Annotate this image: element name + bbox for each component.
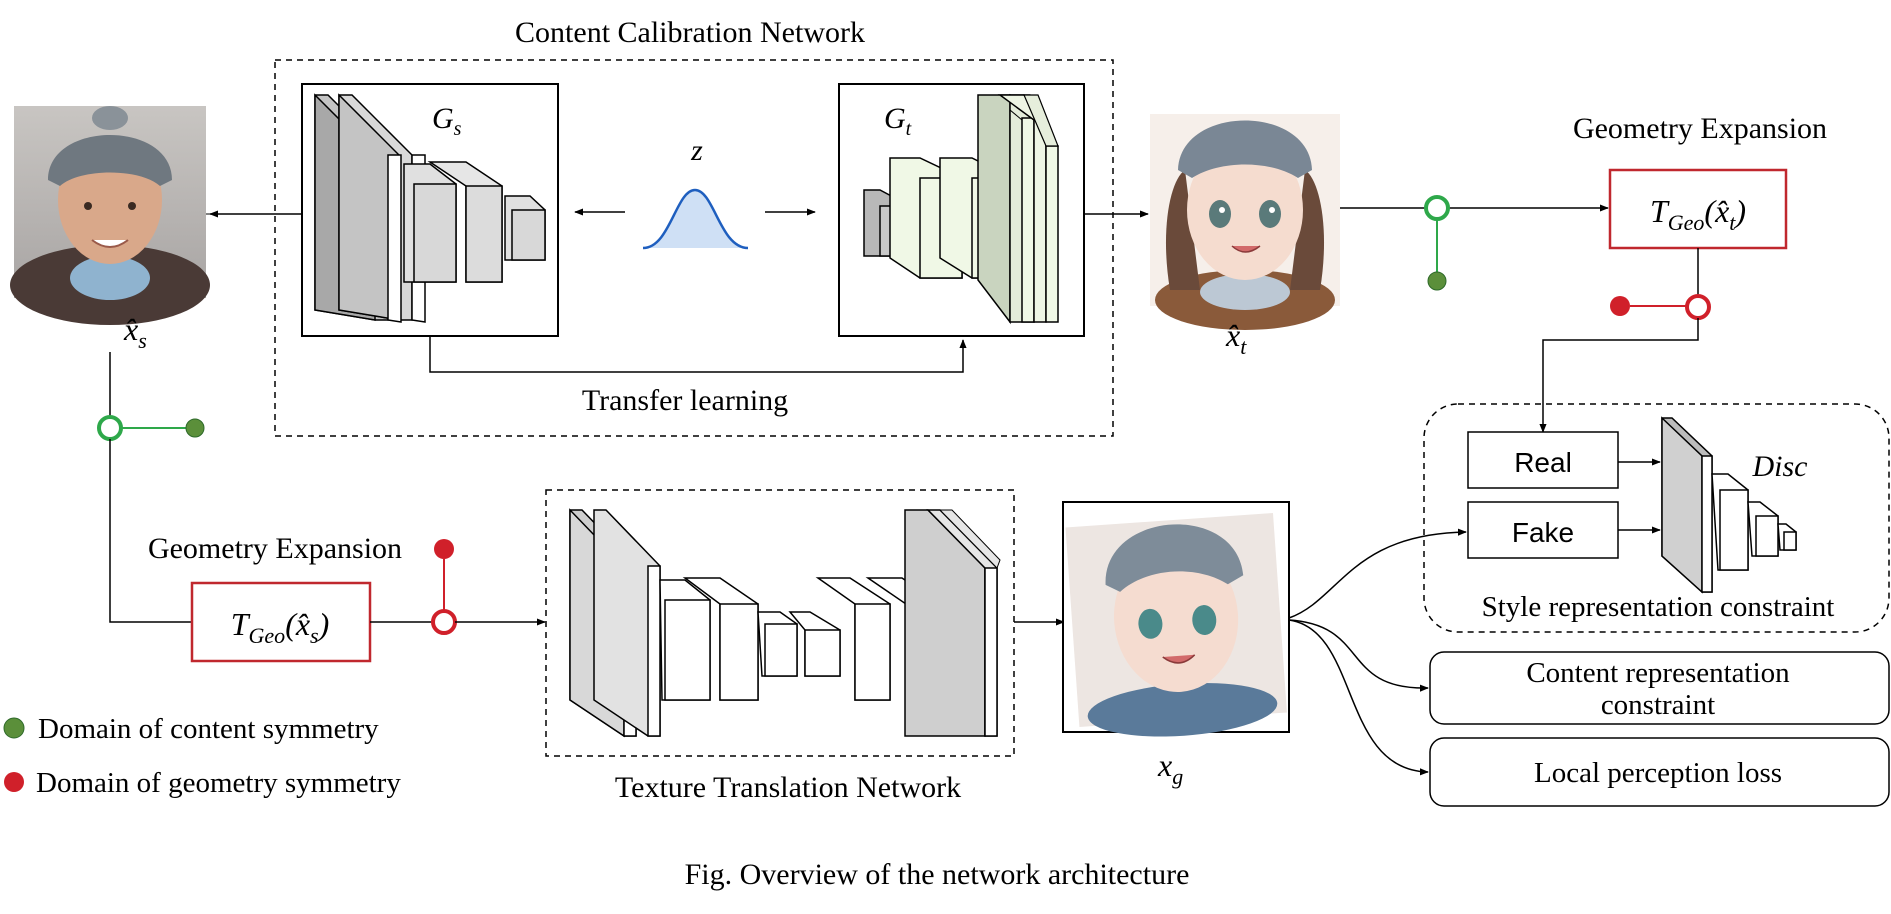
content-constraint-line1: Content representation bbox=[1526, 657, 1790, 689]
tgeo-xs-label: TGeo(x̂s) bbox=[231, 606, 330, 648]
tgeo-xs-box bbox=[190, 581, 372, 663]
local-perception-loss: Local perception loss bbox=[1429, 737, 1890, 807]
tgeo-xt-box bbox=[1608, 168, 1788, 250]
gt-label: Gt bbox=[884, 102, 912, 140]
texture-translation-network: Texture Translation Network bbox=[545, 489, 1015, 804]
geometry-symmetry-node-left bbox=[431, 609, 457, 635]
local-perception-box bbox=[1429, 737, 1890, 807]
tgeo-xt-label: TGeo(x̂t) bbox=[1650, 193, 1746, 235]
content-symmetry-node-top bbox=[1424, 195, 1450, 221]
content-constraint-line2: constraint bbox=[1601, 689, 1715, 721]
content-representation-constraint: Content representation constraint bbox=[1429, 651, 1890, 725]
local-perception-label: Local perception loss bbox=[1534, 757, 1782, 789]
geometry-symmetry-node-top bbox=[1685, 294, 1711, 320]
transfer-learning: Transfer learning bbox=[429, 336, 967, 417]
loss-branches bbox=[1288, 528, 1467, 776]
geometry-expansion-top-label: Geometry Expansion bbox=[1573, 112, 1827, 145]
style-representation-constraint: Real Fake Disc Style representation cons… bbox=[1423, 403, 1890, 633]
content-calibration-network: Content Calibration Network Gs bbox=[274, 16, 1114, 437]
content-calibration-border bbox=[274, 59, 1114, 437]
gaussian-curve bbox=[643, 190, 748, 248]
content-calibration-title: Content Calibration Network bbox=[515, 16, 865, 49]
xs-hat-label: x̂s bbox=[123, 311, 147, 353]
style-constraint-label: Style representation constraint bbox=[1482, 591, 1835, 623]
legend-geometry-label: Domain of geometry symmetry bbox=[36, 767, 401, 799]
generator-gt: Gt bbox=[838, 83, 1085, 337]
fake-box bbox=[1467, 501, 1619, 559]
texture-translation-title: Texture Translation Network bbox=[615, 771, 961, 804]
texture-translation-border bbox=[545, 489, 1015, 757]
content-symmetry-node-left bbox=[97, 415, 123, 441]
generated-image-xg: xg bbox=[1062, 501, 1290, 789]
disc-label: Disc bbox=[1752, 450, 1808, 483]
target-image-xt: x̂t bbox=[1150, 114, 1340, 359]
xt-hat-label: x̂t bbox=[1225, 317, 1247, 359]
geometry-expansion-top: Geometry Expansion TGeo(x̂t) bbox=[1340, 112, 1827, 433]
real-box bbox=[1467, 431, 1619, 489]
geometry-symmetry-dot-top bbox=[1610, 296, 1630, 316]
legend-geometry-dot bbox=[4, 772, 24, 792]
xg-label: xg bbox=[1157, 747, 1183, 789]
z-label: z bbox=[690, 134, 703, 167]
content-symmetry-dot-top bbox=[1427, 271, 1447, 291]
legend-content-label: Domain of content symmetry bbox=[38, 713, 379, 745]
latent-z: z bbox=[574, 134, 816, 250]
geometry-expansion-left-label: Geometry Expansion bbox=[148, 532, 402, 565]
legend: Domain of content symmetry Domain of geo… bbox=[3, 713, 401, 799]
generator-gs: Gs bbox=[301, 83, 559, 337]
fake-label: Fake bbox=[1512, 517, 1574, 548]
legend-content-dot bbox=[3, 717, 25, 739]
discriminator: Disc bbox=[1661, 416, 1808, 594]
content-constraint-box bbox=[1429, 651, 1890, 725]
figure-caption: Fig. Overview of the network architectur… bbox=[685, 858, 1190, 891]
gs-label: Gs bbox=[432, 102, 462, 140]
geometry-symmetry-dot-left bbox=[434, 539, 454, 559]
style-constraint-border bbox=[1423, 403, 1890, 633]
transfer-learning-label: Transfer learning bbox=[582, 384, 788, 417]
content-symmetry-dot-left bbox=[185, 418, 205, 438]
geometry-expansion-left: Geometry Expansion TGeo(x̂s) bbox=[97, 352, 546, 663]
source-image-xs: x̂s bbox=[10, 106, 212, 353]
real-label: Real bbox=[1514, 447, 1572, 478]
